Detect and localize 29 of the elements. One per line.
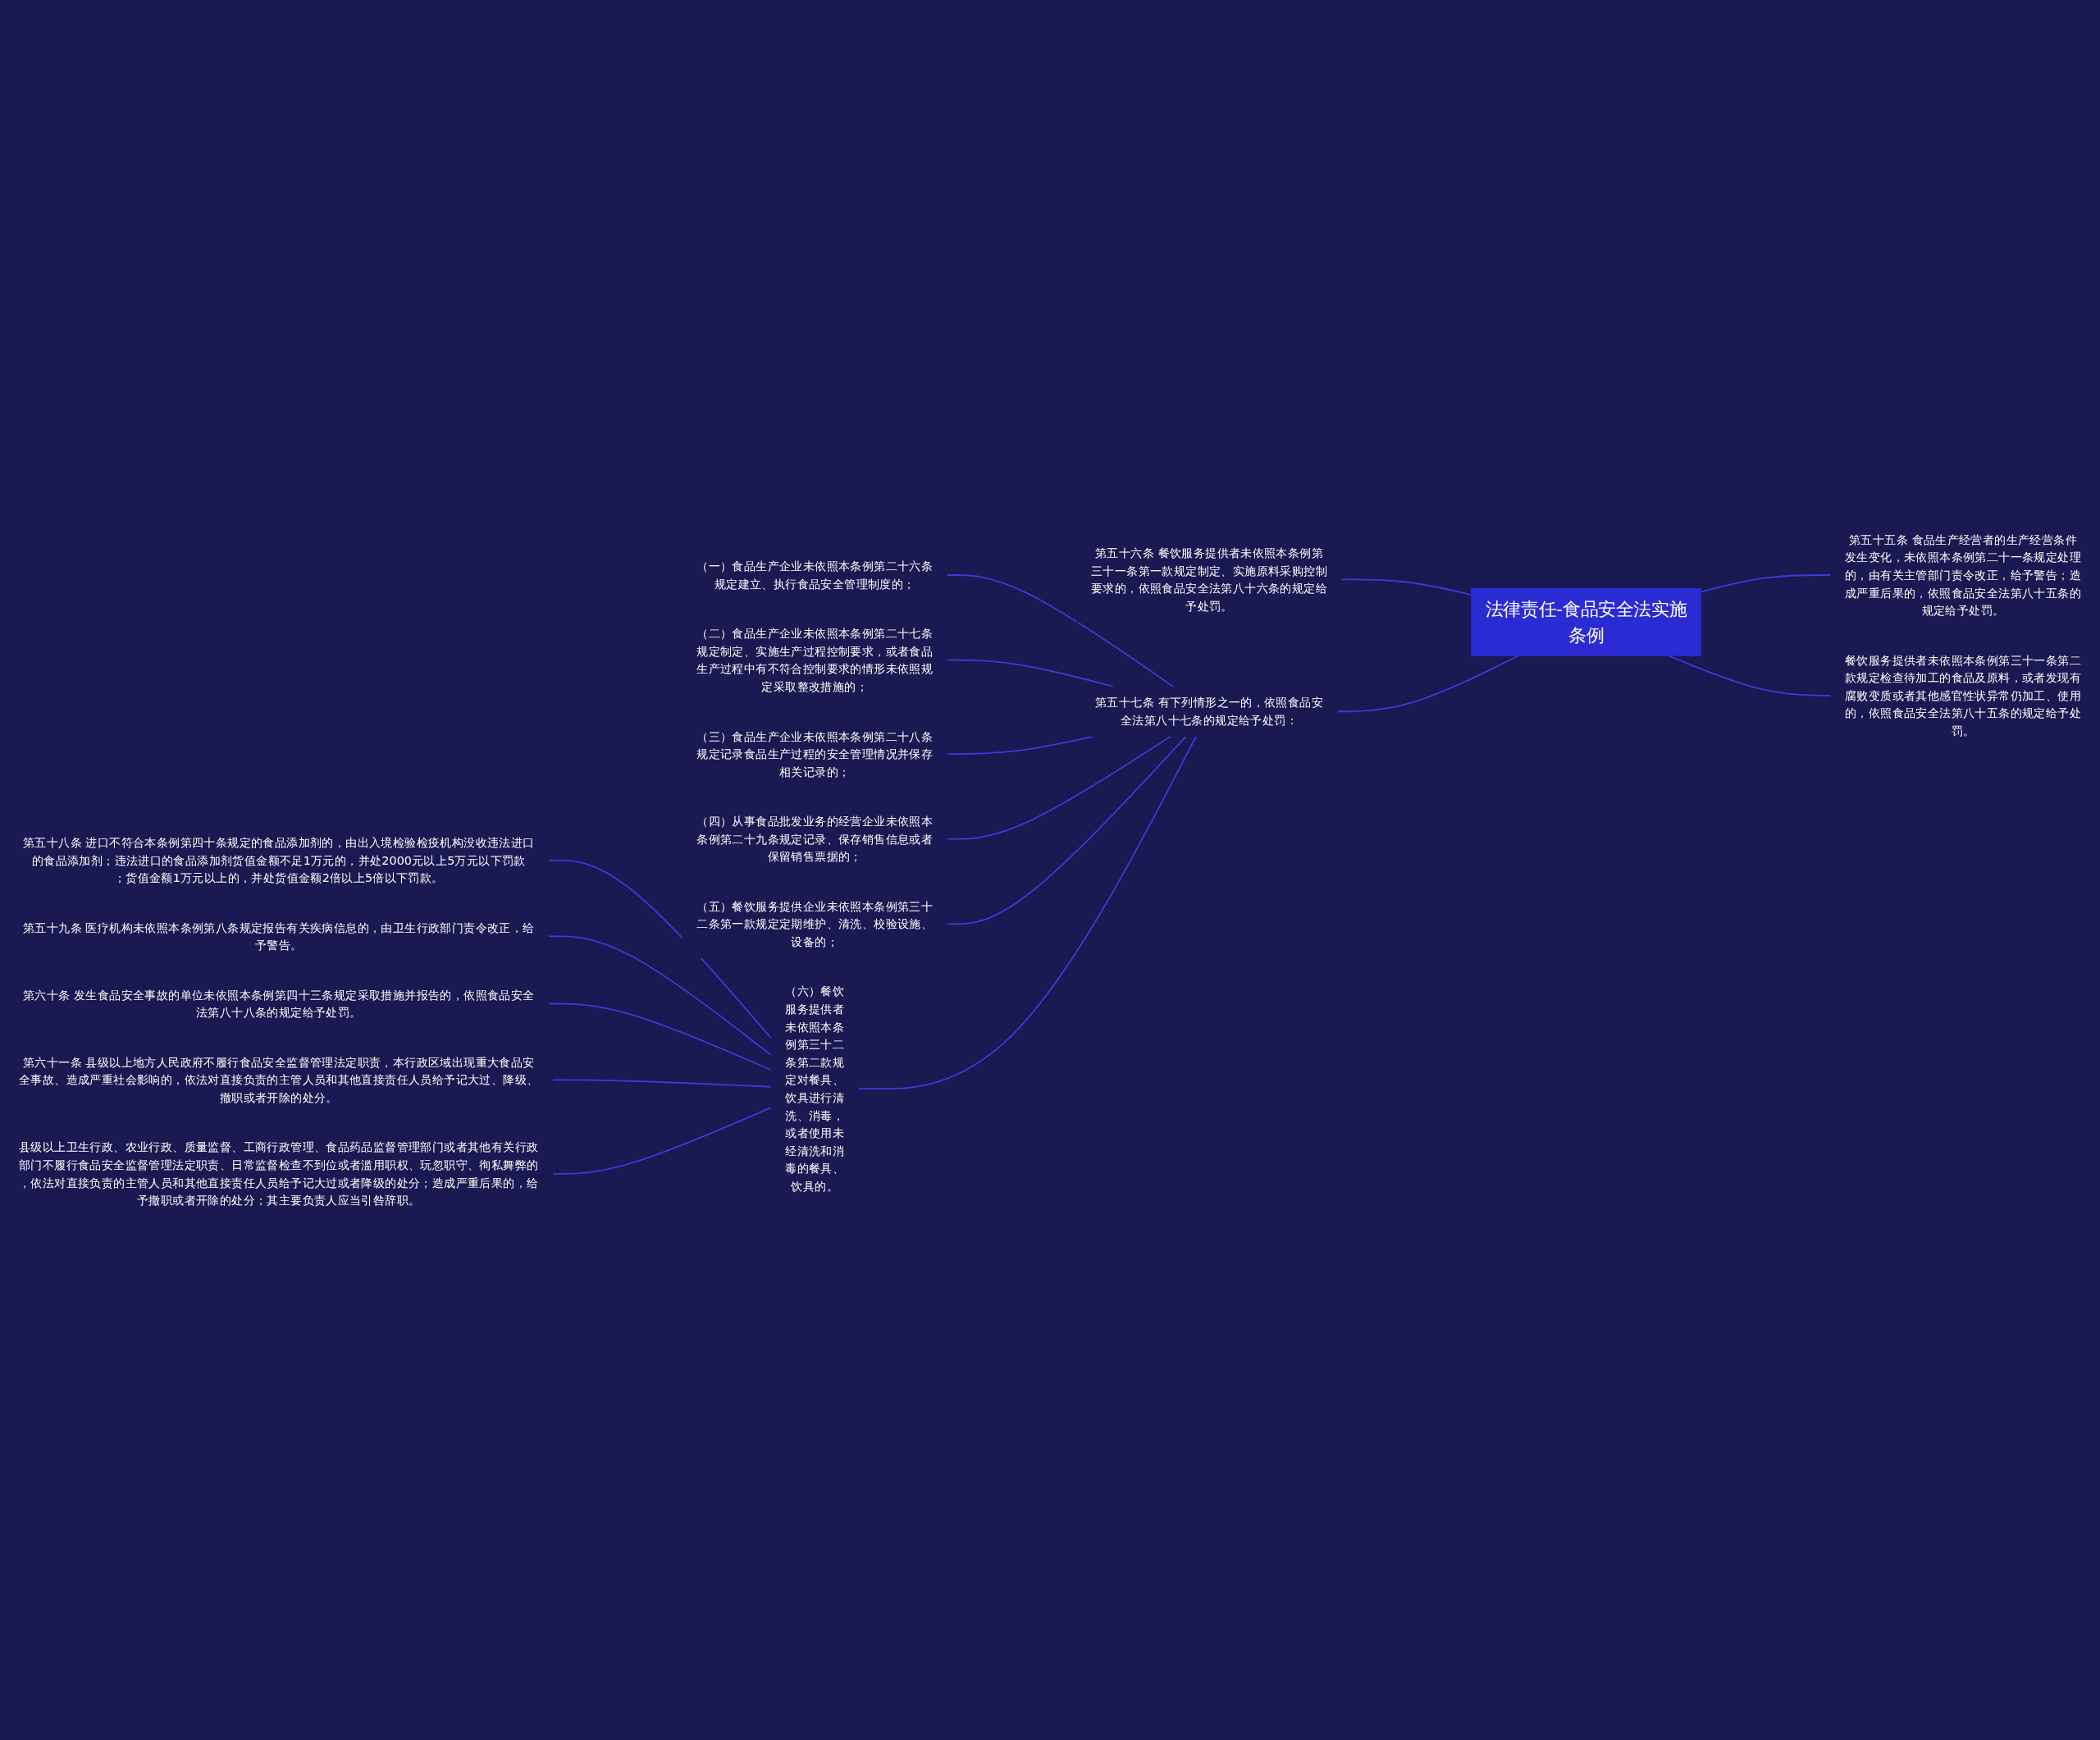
node-text: （一）食品生产企业未依照本条例第二十六条规定建立、执行食品安全管理制度的；: [696, 559, 934, 591]
connector: [547, 1002, 772, 1071]
node-text: （六）餐饮服务提供者未依照本条例第三十二条第二款规定对餐具、饮具进行清洗、消毒，或者使用未经清洗和消毒的餐具、饮具的。: [785, 984, 845, 1194]
connector: [946, 735, 1172, 840]
connector: [946, 574, 1175, 687]
node-text: 第六十一条 县级以上地方人民政府不履行食品安全监督管理法定职责，本行政区域出现重大食品安全事故、造成严重社会影响的，依法对直接负责的主管人员和其他直接责任人员给予记大过、降级、撤职或者开除的处分。: [19, 1055, 539, 1105]
node-text: 餐饮服务提供者未依照本条例第三十一条第二款规定检查待加工的食品及原料，或者发现有腐败变质或者其他感官性状异常仍加工、使用的，依照食品安全法第八十五条的规定给予处罚。: [1845, 652, 2081, 738]
node-text: （二）食品生产企业未依照本条例第二十七条规定制定、实施生产过程控制要求，或者食品生产过程中有不符合控制要求的情形未依照规定采取整改措施的；: [696, 626, 934, 694]
connector: [857, 735, 1198, 1090]
connector: [551, 1107, 772, 1175]
node-text: （五）餐饮服务提供企业未依照本条例第三十二条第一款规定定期维护、清洗、校验设施、设备的；: [696, 899, 934, 949]
node-text: 第六十条 发生食品安全事故的单位未依照本条例第四十三条规定采取措施并报告的，依照食品安全法第八十八条的规定给予处罚。: [22, 988, 535, 1020]
node-text: （四）从事食品批发业务的经营企业未依照本条例第二十九条规定记录、保存销售信息或者保留销售票据的；: [696, 814, 934, 864]
connector: [547, 859, 772, 1039]
node-text: 第五十五条 食品生产经营者的生产经营条件发生变化，未依照本条例第二十一条规定处理的，由有关主管部门责令改正，给予警告；造成严重后果的，依照食品安全法第八十五条的规定给予处罚。: [1845, 532, 2081, 618]
node-box: 法律责任-食品安全法实施条例: [1471, 587, 1701, 656]
node-text: （三）食品生产企业未依照本条例第二十八条规定记录食品生产过程的安全管理情况并保存相关记录的；: [696, 728, 934, 779]
connector: [1336, 655, 1519, 713]
node-text: 县级以上卫生行政、农业行政、质量监督、工商行政管理、食品药品监督管理部门或者其他有关行政部门不履行食品安全监督管理法定职责、日常监督检查不到位或者滥用职权、玩忽职守、徇私舞弊的，依法对直接负责的主管人员和其他直接责任人员给予记大过或者降级的处分；造成严重后果的，给予撤职或者开除的处分；其主要负责人应当引咎辞职。: [19, 1139, 539, 1208]
connector: [946, 659, 1115, 687]
node-text: 第五十七条 有下列情形之一的，依照食品安全法第八十七条的规定给予处罚：: [1094, 695, 1324, 728]
connector: [1700, 574, 1832, 593]
node-text: 第五十八条 进口不符合本条例第四十条规定的食品添加剂的，由出入境检验检疫机构没收违法进口的食品添加剂；违法进口的食品添加剂货值金额不足1万元的，并处2000元以上5万元以下罚款；货值金额1万元以上的，并处货值金额2倍以上5倍以下罚款。: [22, 835, 535, 885]
connector: [946, 735, 1187, 925]
connector: [1340, 578, 1472, 596]
node-text: 第五十九条 医疗机构未依照本条例第八条规定报告有关疾病信息的，由卫生行政部门责令改正，给予警告。: [22, 920, 535, 952]
connector: [551, 1079, 772, 1088]
connector: [547, 935, 772, 1056]
node-text: 第五十六条 餐饮服务提供者未依照本条例第三十一条第一款规定制定、实施原料采购控制要求的，依照食品安全法第八十六条的规定给予处罚。: [1091, 546, 1327, 614]
